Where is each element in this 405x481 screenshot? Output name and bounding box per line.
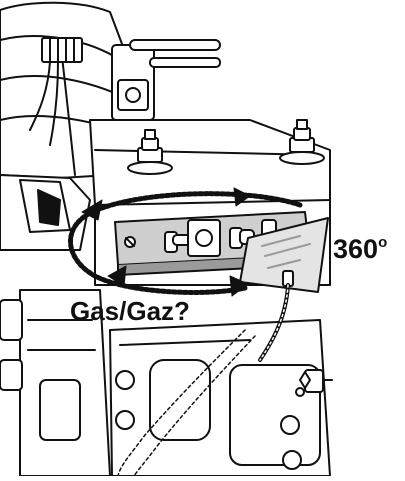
inspection-mirror: [239, 217, 329, 362]
left-housing: [0, 174, 91, 251]
support-rods: [129, 39, 221, 68]
electrical-connector: [29, 37, 83, 146]
heat-exchanger: [109, 319, 331, 477]
degree-mark: o: [378, 234, 388, 251]
rotation-arrow: [68, 187, 303, 297]
gas-pipe-outline-inner: [133, 335, 256, 477]
rotation-angle-label: 360o: [333, 234, 388, 264]
bolt-right: [279, 119, 325, 165]
gas-check-label: Gas/Gaz?: [70, 296, 190, 326]
gas-valve-block: [0, 289, 111, 477]
bolt-left: [127, 129, 173, 175]
gas-pipe-outline: [117, 329, 246, 477]
temperature-sensor: [295, 369, 333, 397]
